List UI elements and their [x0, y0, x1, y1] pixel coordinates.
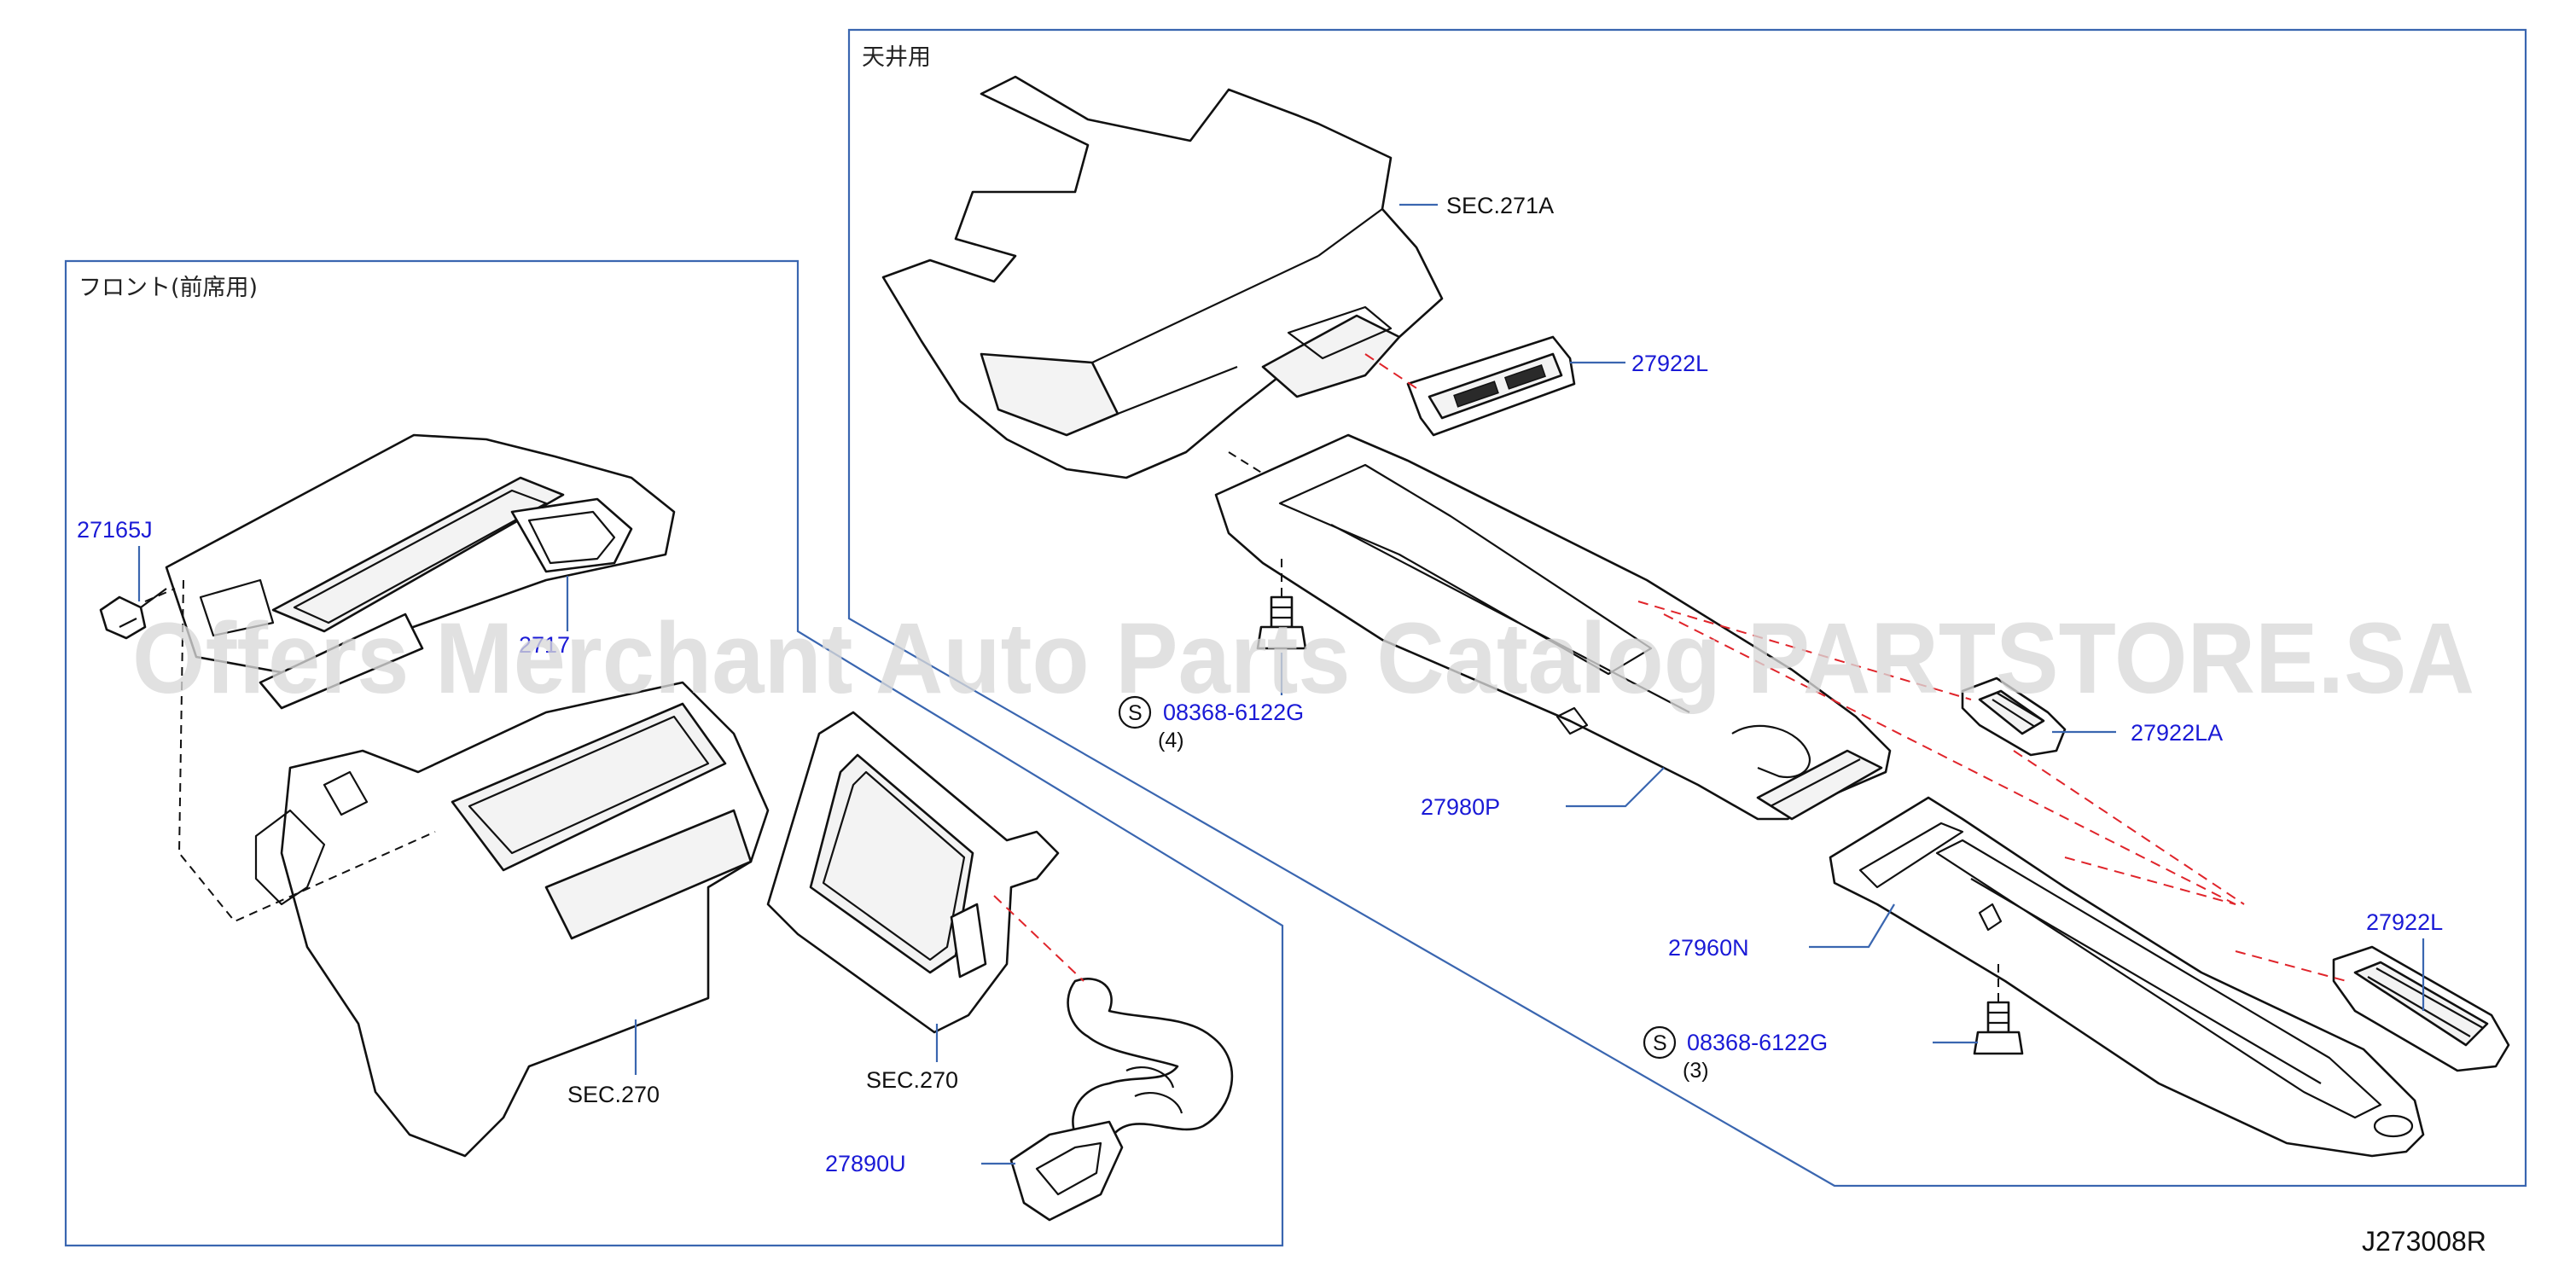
leader-line: [1809, 903, 1895, 949]
bolt-upper-part: [1256, 559, 1307, 650]
sec-label-271A[interactable]: SEC.271A: [1446, 193, 1554, 218]
bolt-lower-part: [1973, 964, 2024, 1055]
part-label-27980P[interactable]: 27980P: [1421, 794, 1500, 820]
sec271A-unit-part: [881, 75, 1444, 479]
part-label-27922L-bottom[interactable]: 27922L: [2366, 909, 2443, 935]
vent-27922LA-part: [1961, 677, 2067, 757]
vent-27922L-bottom-part: [2332, 945, 2510, 1072]
connection-red-dashed-line: [1637, 601, 1972, 700]
hose-27890U-part: [1009, 978, 1234, 1222]
vent-27922L-top-part: [1406, 335, 1576, 437]
part-label-27922L-top[interactable]: 27922L: [1631, 351, 1708, 376]
duct-sec270-part: [766, 711, 1060, 1034]
part-label-27165J[interactable]: 27165J: [77, 517, 153, 543]
connection-red-dashed-line: [1663, 613, 2236, 905]
duct-27980P-part: [1214, 433, 1892, 821]
part-label-27960N[interactable]: 27960N: [1668, 935, 1749, 961]
sec-label-270-left[interactable]: SEC.270: [567, 1082, 660, 1107]
s-symbol-letter: S: [1653, 1031, 1667, 1055]
bolt-label-lower[interactable]: S 08368-6122G (3): [1643, 1025, 1828, 1083]
connection-red-dashed-line: [993, 895, 1084, 982]
connection-red-dashed-line: [2235, 950, 2347, 982]
watermark-text: Offers Merchant Auto Parts Catalog PARTS…: [132, 602, 2474, 715]
connection-red-dashed-line: [2013, 750, 2245, 905]
bolt-qty-upper: (4): [1158, 729, 1184, 752]
front-air-duct-part: [165, 433, 676, 710]
part-label-27922LA[interactable]: 27922LA: [2131, 720, 2223, 746]
clip-27165J-part: [99, 588, 167, 640]
s-symbol-circle: [1643, 1025, 1677, 1060]
diagram-code: J273008R: [2362, 1226, 2486, 1257]
duct-27960N-part: [1829, 796, 2425, 1158]
bolt-part-number-lower[interactable]: 08368-6122G: [1687, 1030, 1828, 1055]
heater-unit-sec270-part: [254, 681, 770, 1158]
s-symbol-letter: S: [1128, 701, 1143, 725]
front-section-heading: フロント(前席用): [79, 275, 258, 301]
sec-label-270-right[interactable]: SEC.270: [866, 1067, 958, 1093]
part-label-27890U[interactable]: 27890U: [825, 1151, 906, 1176]
part-label-27170-partial[interactable]: 2717: [519, 632, 570, 658]
ceiling-section-heading: 天井用: [862, 44, 931, 71]
s-symbol-circle: [1118, 695, 1152, 729]
ceiling-section-frame: [847, 28, 2527, 1188]
bolt-qty-lower: (3): [1683, 1059, 1709, 1083]
front-section-frame: [64, 259, 1284, 1247]
connection-red-dashed-line: [1364, 353, 1417, 389]
bolt-label-upper[interactable]: S 08368-6122G (4): [1118, 695, 1304, 752]
bolt-part-number-upper[interactable]: 08368-6122G: [1163, 700, 1304, 725]
alignment-dashed-line: [144, 588, 176, 602]
connection-red-dashed-line: [2064, 857, 2236, 905]
alignment-dashed-line: [177, 579, 436, 923]
leader-line: [1566, 767, 1665, 808]
